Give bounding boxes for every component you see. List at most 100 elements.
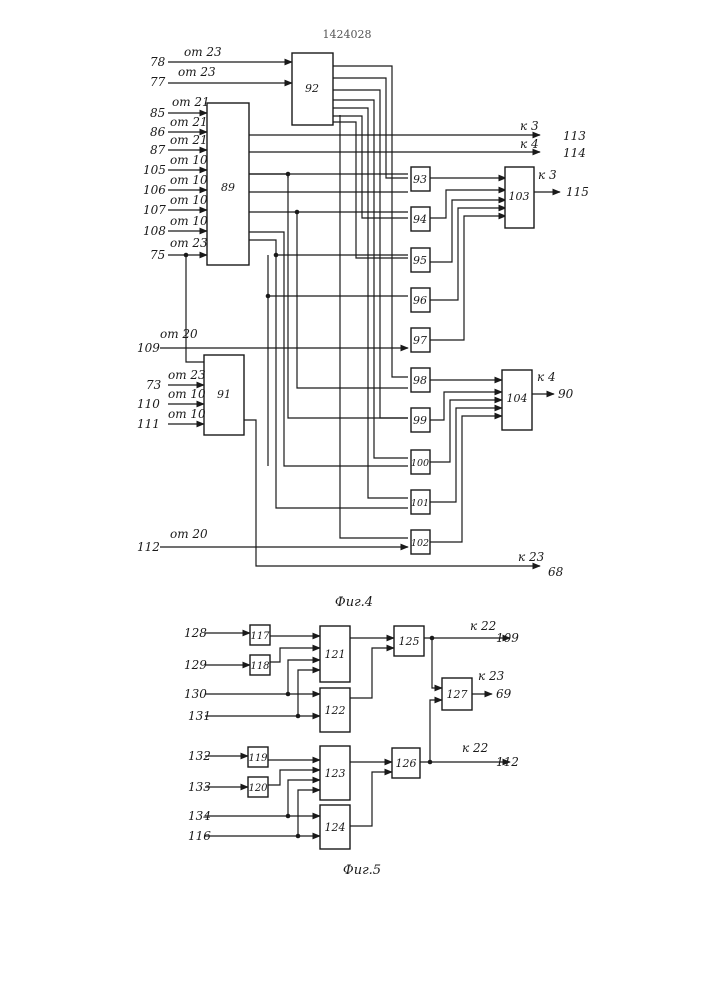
- output-destination: к 23: [518, 550, 545, 564]
- input-source: от 10: [168, 407, 206, 421]
- figure-caption: Фиг.4: [335, 595, 373, 610]
- block-label: 98: [413, 374, 427, 387]
- block-label: 89: [221, 181, 235, 194]
- input-number: 109: [137, 341, 160, 355]
- block-label: 125: [399, 635, 420, 648]
- block-label: 95: [413, 254, 427, 267]
- input-number: 112: [137, 540, 160, 554]
- wire-101-104: [430, 408, 502, 502]
- wire-126-127: [430, 700, 442, 762]
- wire-125-127: [432, 638, 442, 688]
- input-number: 129: [184, 658, 207, 672]
- figure-caption: Фиг.5: [343, 863, 381, 878]
- fig4-diagram: 92 89 91 93 94 95 96 97 98 99 100 101 10…: [137, 45, 589, 610]
- wire-89-96: [268, 255, 408, 296]
- input-source: от 23: [178, 65, 216, 79]
- input-source: от 20: [160, 327, 198, 341]
- wire-130-121: [288, 660, 320, 694]
- block-label: 117: [250, 631, 270, 642]
- block-label: 96: [413, 294, 427, 307]
- wire-97-103: [430, 216, 506, 340]
- wire-102-104: [430, 416, 502, 542]
- input-number: 105: [143, 163, 166, 177]
- wire-95-103: [430, 200, 506, 262]
- block-label: 120: [248, 783, 268, 794]
- junction-dot: [286, 172, 291, 177]
- junction-dot: [184, 253, 189, 258]
- input-number: 132: [188, 749, 211, 763]
- block-label: 100: [411, 458, 429, 469]
- output-destination: к 3: [538, 168, 557, 182]
- output-number: 113: [563, 129, 586, 143]
- junction-dot: [286, 692, 291, 697]
- wire-120-123: [268, 770, 320, 785]
- output-destination: к 22: [470, 619, 496, 633]
- input-number: 131: [188, 709, 211, 723]
- input-number: 78: [150, 55, 166, 69]
- wire-92-99: [333, 90, 408, 418]
- block-label: 124: [325, 821, 346, 834]
- wire-92-98: [333, 66, 408, 377]
- wire-100-104: [430, 400, 502, 462]
- fig5-diagram: 117 118 121 122 125 119 120 123 124 126 …: [184, 619, 519, 878]
- input-number: 106: [143, 183, 166, 197]
- output-number: 112: [496, 755, 519, 769]
- wire-94-103: [430, 190, 506, 218]
- block-label: 104: [507, 392, 528, 405]
- output-destination: к 4: [537, 370, 556, 384]
- wire-89-100: [249, 232, 408, 466]
- block-label: 122: [325, 704, 346, 717]
- wire-116-123: [298, 790, 320, 836]
- wire-124-126: [350, 772, 392, 826]
- input-number: 107: [143, 203, 166, 217]
- block-label: 127: [447, 688, 468, 701]
- wire-122-125: [350, 648, 394, 698]
- block-label: 121: [325, 648, 346, 661]
- wire-89-95: [249, 240, 408, 255]
- input-number: 73: [146, 378, 162, 392]
- output-number: 68: [548, 565, 564, 579]
- output-number: 69: [496, 687, 512, 701]
- output-number: 109: [496, 631, 519, 645]
- wire-89-a: [249, 174, 288, 178]
- output-destination: к 4: [520, 137, 539, 151]
- input-number: 116: [188, 829, 211, 843]
- block-label: 93: [413, 173, 427, 186]
- block-label: 103: [509, 190, 530, 203]
- junction-dot: [286, 814, 291, 819]
- input-source: от 10: [170, 153, 208, 167]
- block-label: 101: [411, 498, 429, 509]
- input-number: 134: [188, 809, 211, 823]
- input-source: от 23: [168, 368, 206, 382]
- input-source: от 23: [170, 236, 208, 250]
- wire-92-94: [333, 116, 408, 218]
- output-number: 115: [566, 185, 589, 199]
- input-source: от 20: [170, 527, 208, 541]
- block-label: 119: [248, 753, 268, 764]
- block-label: 94: [413, 213, 427, 226]
- input-source: от 10: [170, 173, 208, 187]
- input-number: 111: [137, 417, 160, 431]
- input-number: 110: [137, 397, 160, 411]
- input-source: от 10: [170, 214, 208, 228]
- input-source: от 21: [170, 115, 208, 129]
- output-destination: к 3: [520, 119, 539, 133]
- wire-89-98: [297, 212, 408, 388]
- wire-134-123: [288, 780, 320, 816]
- input-number: 77: [150, 75, 166, 89]
- input-source: от 10: [170, 193, 208, 207]
- wire-131-121: [298, 670, 320, 716]
- output-destination: к 23: [478, 669, 505, 683]
- input-number: 87: [150, 143, 166, 157]
- page-number: 1424028: [323, 28, 372, 41]
- block-label: 123: [325, 767, 346, 780]
- junction-dot: [296, 834, 301, 839]
- wire-75-to-91: [186, 255, 204, 362]
- input-number: 128: [184, 626, 207, 640]
- input-source: от 10: [168, 387, 206, 401]
- wire-92-95: [333, 122, 408, 258]
- block-label: 97: [413, 334, 427, 347]
- block-label: 126: [396, 757, 417, 770]
- junction-dot: [296, 714, 301, 719]
